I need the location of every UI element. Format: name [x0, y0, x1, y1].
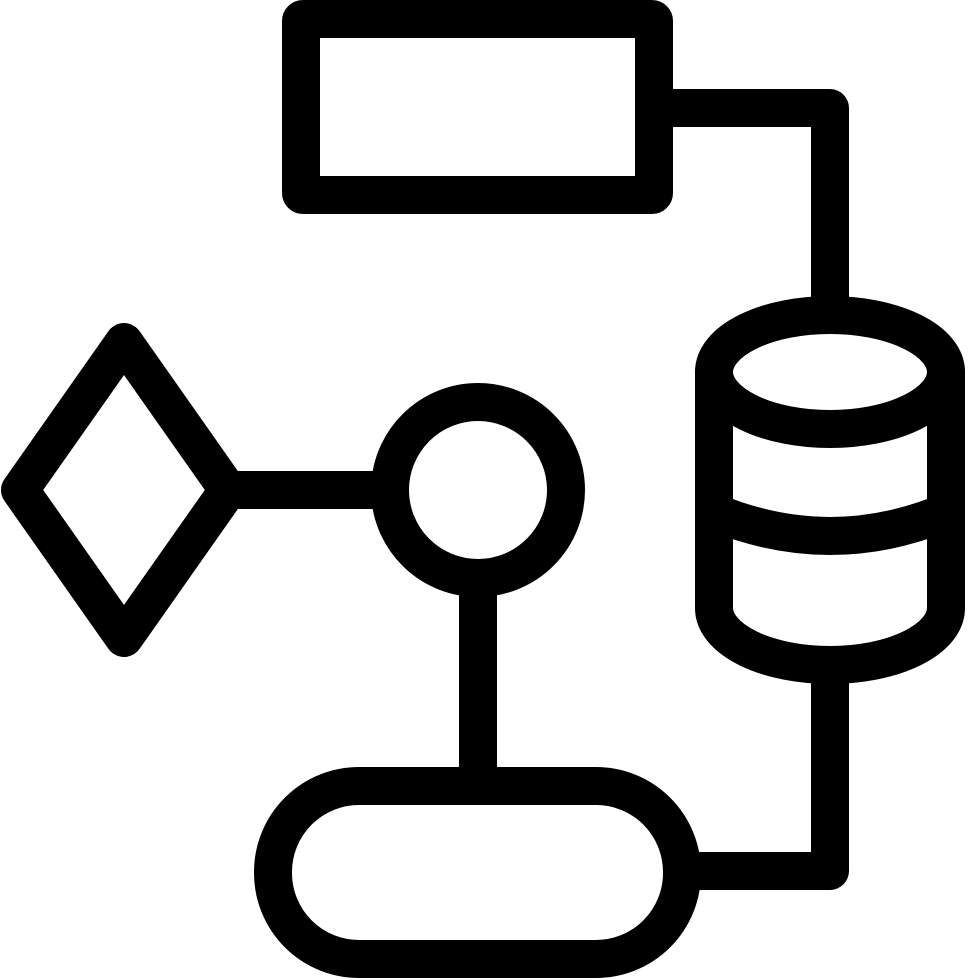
database-cylinder — [695, 296, 965, 684]
decision-diamond — [1, 323, 247, 657]
database-middle-band — [695, 493, 965, 555]
database-top-ellipse — [695, 296, 965, 448]
connector-database-to-terminal — [671, 646, 849, 890]
process-rectangle — [282, 0, 673, 214]
terminal-pill — [254, 767, 701, 978]
connector-circle — [371, 383, 585, 597]
connector-rect-to-database — [635, 89, 849, 333]
